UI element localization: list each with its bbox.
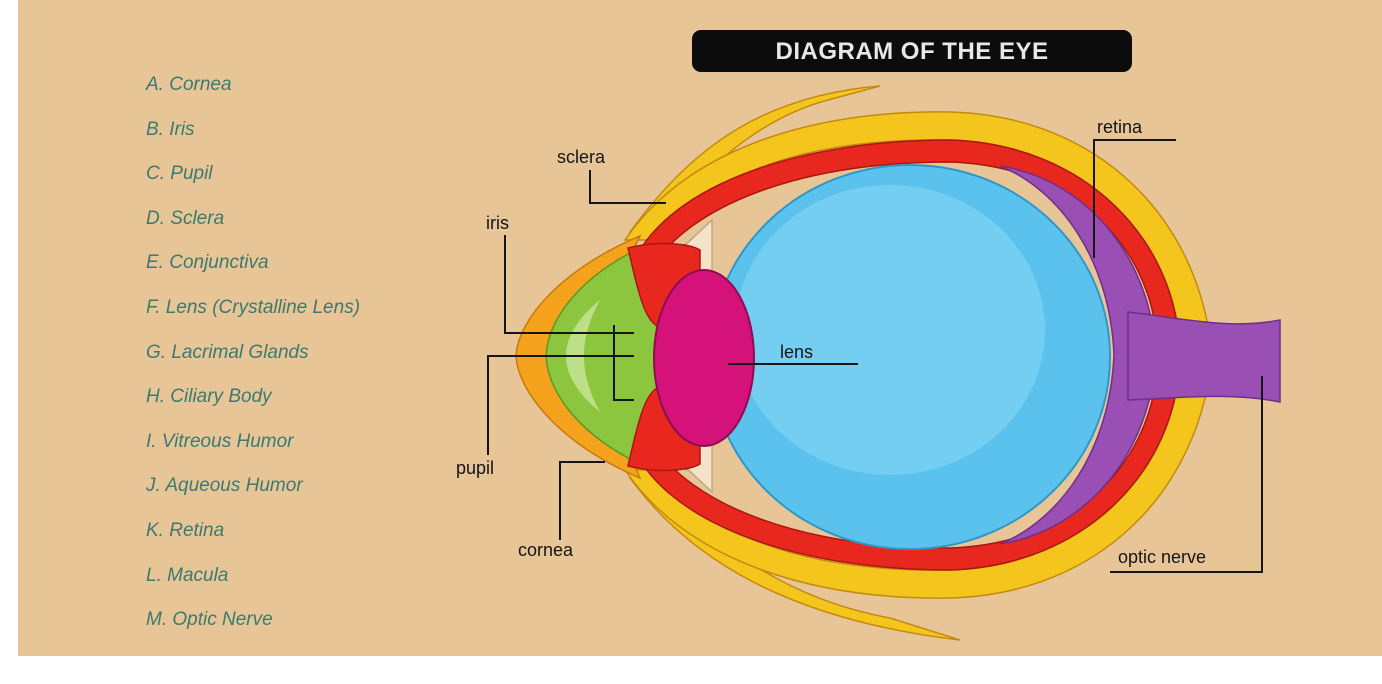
iris-label: iris — [486, 213, 509, 233]
cornea-label: cornea — [518, 540, 574, 560]
vitreous-highlight — [735, 185, 1045, 475]
cornea-callout-line — [560, 462, 605, 540]
optic-nerve-shape — [1128, 312, 1280, 402]
sclera-callout-line — [590, 170, 666, 203]
lens-shape — [654, 270, 754, 446]
optic-nerve-label: optic nerve — [1118, 547, 1206, 567]
retina-label: retina — [1097, 117, 1143, 137]
sclera-label: sclera — [557, 147, 606, 167]
lens-label: lens — [780, 342, 813, 362]
pupil-label: pupil — [456, 458, 494, 478]
